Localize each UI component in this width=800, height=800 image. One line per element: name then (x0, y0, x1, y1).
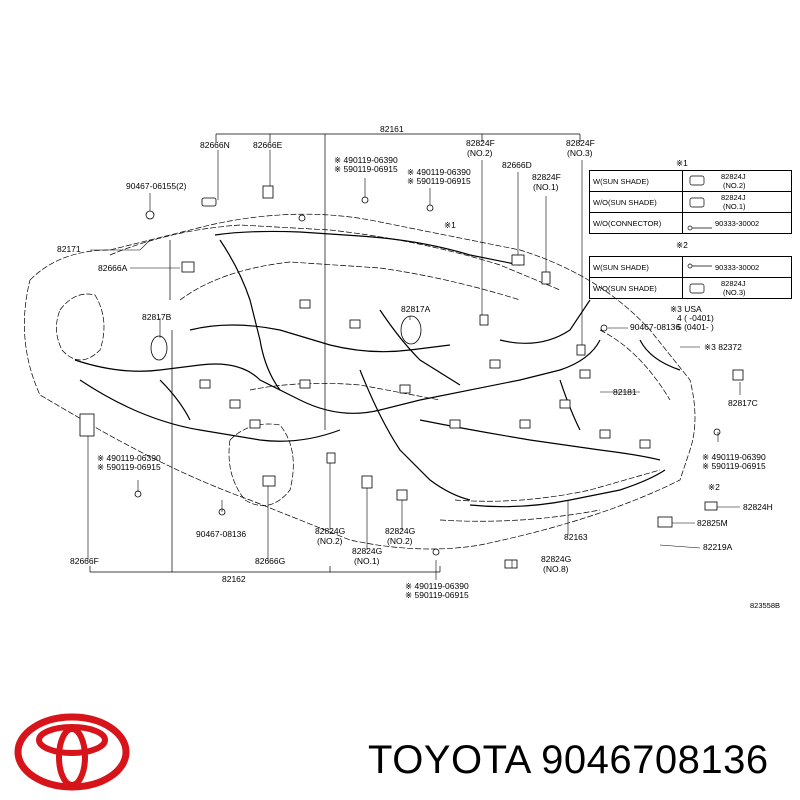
table-row: W/O(SUN SHADE) 82824J(NO.1) (589, 191, 792, 213)
label-82824F-no2-note: (NO.2) (467, 148, 493, 158)
label-82824G-no2b-note: (NO.2) (387, 536, 413, 546)
label-82824F-no1: 82824F (532, 172, 561, 182)
label-82666F: 82666F (70, 556, 99, 566)
group-brackets (89, 133, 581, 573)
label-82666A: 82666A (98, 263, 128, 273)
label-90467-08136-r: 90467-08136 (630, 322, 681, 332)
table-cell-part: 82824J(NO.2) (682, 170, 792, 192)
label-82817A: 82817A (401, 304, 431, 314)
label-82824F-no2: 82824F (466, 138, 495, 148)
label-82666E: 82666E (253, 140, 283, 150)
label-82824G-no1-note: (NO.1) (354, 556, 380, 566)
label-mark1: ※1 (676, 158, 688, 168)
part-number: 82824J (721, 279, 746, 288)
part-number: 82824J (721, 172, 746, 181)
label-usa-5: 5 (0401- ) (677, 322, 714, 332)
part-number: 90333-30002 (715, 263, 760, 272)
label-part-e1: ※ 490119-06390 (405, 581, 469, 591)
table-row: W(SUN SHADE) 90333-30002 (589, 256, 792, 278)
label-82817B: 82817B (142, 312, 172, 322)
label-82824F-no3-note: (NO.3) (567, 148, 593, 158)
table-cell-part: 90333-30002 (682, 256, 792, 278)
label-82824H: 82824H (743, 502, 773, 512)
label-82824G-no2: 82824G (315, 526, 346, 536)
label-82824F-no1-note: (NO.1) (533, 182, 559, 192)
table-cell-part: 90333-30002 (682, 212, 792, 234)
table-row: W(SUN SHADE) 82824J(NO.2) (589, 170, 792, 192)
label-82161: 82161 (380, 124, 404, 134)
label-part-a1: ※ 490119-06390 (334, 155, 398, 165)
label-82666G: 82666G (255, 556, 286, 566)
label-82824G-no2b: 82824G (385, 526, 416, 536)
table-cell-condition: W(SUN SHADE) (589, 256, 683, 278)
label-mark3-usa: ※3 USA (670, 304, 702, 314)
part-number: 82824J (721, 193, 746, 202)
label-82824F-no3: 82824F (566, 138, 595, 148)
label-82824G-no1: 82824G (352, 546, 383, 556)
leader-lines (87, 150, 741, 580)
label-82824G-no8: 82824G (541, 554, 572, 564)
label-mark2: ※2 (676, 240, 688, 250)
label-82219A: 82219A (703, 542, 733, 552)
label-part-d1: ※ 490119-06390 (97, 453, 161, 463)
part-note: (NO.3) (723, 288, 746, 297)
label-90467-06155: 90467-06155(2) (126, 181, 187, 191)
label-part-b2: ※ 590119-06915 (407, 176, 471, 186)
label-90467-08136-left: 90467-08136 (196, 529, 247, 539)
label-82163: 82163 (564, 532, 588, 542)
table-cell-part: 82824J(NO.3) (682, 277, 792, 299)
label-part-a2: ※ 590119-06915 (334, 164, 398, 174)
option-table-2: W(SUN SHADE) 90333-30002 W/O(SUN SHADE) … (589, 256, 792, 299)
label-82171: 82171 (57, 244, 81, 254)
label-part-e2: ※ 590119-06915 (405, 590, 469, 600)
diagram-reference-number: 823558B (750, 601, 781, 610)
product-title: TOYOTA 9046708136 (368, 738, 769, 782)
part-note: (NO.2) (723, 181, 746, 190)
label-part-c2: ※ 590119-06915 (702, 461, 766, 471)
label-part-d2: ※ 590119-06915 (97, 462, 161, 472)
label-part-c1: ※ 490119-06390 (702, 452, 766, 462)
label-82824G-no8-note: (NO.8) (543, 564, 569, 574)
table-row: W/O(SUN SHADE) 82824J(NO.3) (589, 277, 792, 299)
label-82666N: 82666N (200, 140, 230, 150)
label-part-b1: ※ 490119-06390 (407, 167, 471, 177)
table-cell-part: 82824J(NO.1) (682, 191, 792, 213)
label-82825M: 82825M (697, 518, 728, 528)
label-usa-4: 4 ( -0401) (677, 313, 714, 323)
label-82817C: 82817C (728, 398, 758, 408)
label-82824G-no2-note: (NO.2) (317, 536, 343, 546)
table-cell-condition: W/O(SUN SHADE) (589, 191, 683, 213)
table-row: W/O(CONNECTOR) 90333-30002 (589, 212, 792, 234)
label-82181: 82181 (613, 387, 637, 397)
table-cell-condition: W(SUN SHADE) (589, 170, 683, 192)
part-number: 90333-30002 (715, 219, 760, 228)
label-mark1b: ※1 (444, 220, 456, 230)
part-note: (NO.1) (723, 202, 746, 211)
option-table-1: W(SUN SHADE) 82824J(NO.2) W/O(SUN SHADE)… (589, 170, 792, 234)
table-cell-condition: W/O(SUN SHADE) (589, 277, 683, 299)
label-82162: 82162 (222, 574, 246, 584)
table-cell-condition: W/O(CONNECTOR) (589, 212, 683, 234)
toyota-logo (14, 713, 130, 791)
harness-bundles (74, 230, 681, 508)
connectors (79, 185, 744, 569)
label-mark2b: ※2 (708, 482, 720, 492)
label-82666D: 82666D (502, 160, 532, 170)
label-82372: ※3 82372 (704, 342, 742, 352)
